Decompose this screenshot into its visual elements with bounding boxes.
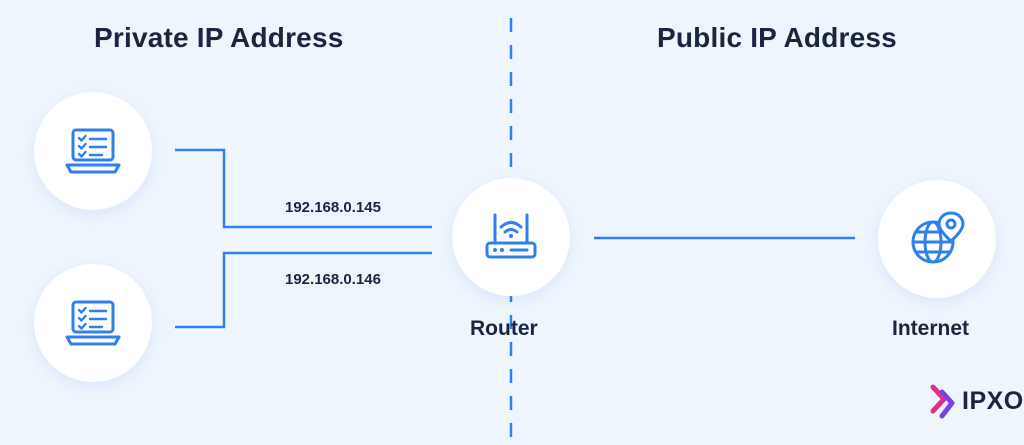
globe-location-pin-icon <box>911 211 965 264</box>
link-laptop-2-router <box>175 251 432 329</box>
ip-address-label-1: 192.168.0.145 <box>285 199 381 216</box>
laptop-checklist-icon <box>65 128 121 174</box>
public-ip-heading: Public IP Address <box>657 22 897 53</box>
private-device-2[interactable] <box>34 264 152 382</box>
laptop-checklist-icon <box>65 300 121 346</box>
router-label: Router <box>470 317 538 340</box>
brand-text: IPXO <box>962 386 1024 415</box>
ipxo-logo-icon <box>930 384 955 419</box>
link-laptop-1-router <box>175 148 432 229</box>
private-ip-heading: Private IP Address <box>94 22 344 53</box>
ip-address-label-2: 192.168.0.146 <box>285 271 381 288</box>
router-node[interactable] <box>452 178 570 296</box>
private-device-1[interactable] <box>34 92 152 210</box>
wifi-router-icon <box>485 213 537 259</box>
internet-node[interactable] <box>878 180 996 298</box>
ipxo-brand: IPXO <box>930 383 1024 419</box>
internet-label: Internet <box>892 317 970 340</box>
